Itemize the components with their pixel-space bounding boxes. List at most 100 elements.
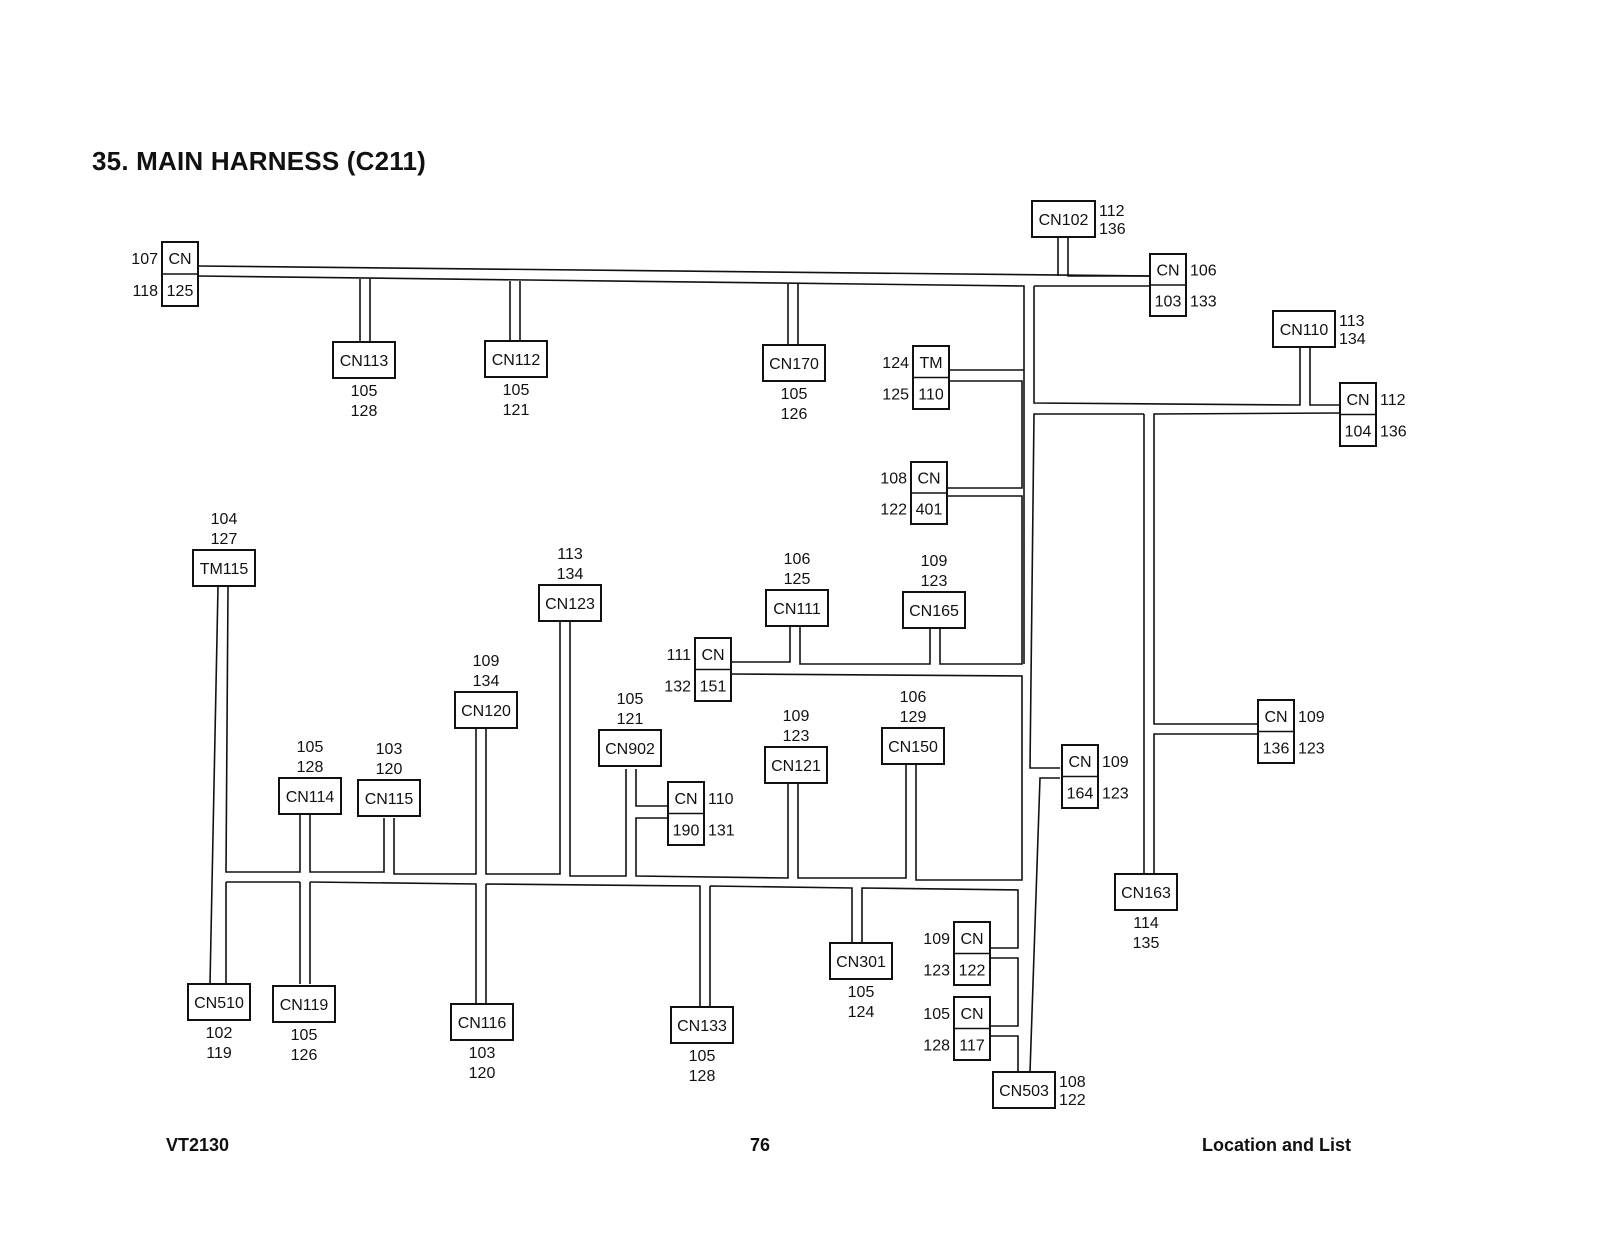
- connector-box: [192, 549, 256, 587]
- wire-number: 109: [923, 931, 950, 948]
- wire-number: 113: [1339, 313, 1365, 330]
- connector-label: CN111: [773, 601, 821, 618]
- wire-segment: [197, 265, 1151, 277]
- harness-wires: [197, 237, 1341, 1073]
- wire-number: 134: [557, 566, 584, 583]
- connector-label: CN: [917, 471, 940, 488]
- wire-number: 109: [1298, 709, 1325, 726]
- wire-number: 105: [689, 1048, 716, 1065]
- connector-box: [1031, 200, 1096, 238]
- wire-segment: [1033, 286, 1340, 406]
- connector-box: [598, 729, 662, 767]
- connector-label: CN163: [1121, 885, 1171, 902]
- connector-box: [764, 746, 828, 784]
- wire-segment: [197, 275, 1025, 664]
- connector-box: [765, 589, 829, 627]
- wire-segment: [1153, 733, 1258, 874]
- wire-segment: [730, 626, 931, 665]
- wire-number: 110: [708, 791, 734, 808]
- wire-number: 127: [211, 531, 238, 548]
- connector-label: 401: [916, 502, 943, 519]
- page-title: 35. MAIN HARNESS (C211): [92, 146, 427, 176]
- wire-number: 122: [880, 502, 907, 519]
- connector-label: CN120: [461, 703, 511, 720]
- connector-box: [272, 985, 336, 1023]
- wire-number: 108: [1059, 1074, 1086, 1091]
- connector-label: CN: [701, 647, 724, 664]
- wire-segment: [509, 281, 521, 342]
- wire-number: 128: [689, 1068, 716, 1085]
- wire-number: 123: [923, 962, 950, 979]
- connector-box: [538, 584, 602, 622]
- wire-segment: [1029, 777, 1060, 1073]
- wire-number: 113: [557, 546, 583, 563]
- wire-number: 122: [1059, 1092, 1086, 1109]
- connector-box: [881, 727, 945, 765]
- connector-label: CN: [1346, 392, 1369, 409]
- connector-label: 104: [1345, 423, 1372, 440]
- wire-segment: [1067, 237, 1150, 277]
- connector-label: CN: [960, 1006, 983, 1023]
- connector-label: TM: [919, 355, 942, 372]
- connector-label: CN902: [605, 741, 655, 758]
- connector-label: CN301: [836, 954, 886, 971]
- connector-box: [278, 777, 342, 815]
- connector-label: CN114: [286, 789, 335, 806]
- wire-number: 128: [297, 759, 324, 776]
- footer-page-number: 76: [750, 1135, 771, 1155]
- wire-number: 119: [206, 1045, 232, 1062]
- connector-label: CN: [674, 791, 697, 808]
- connector-label: CN113: [340, 353, 389, 370]
- wire-number: 133: [1190, 294, 1217, 311]
- wire-segment: [1153, 412, 1341, 725]
- connector-label: CN510: [194, 995, 244, 1012]
- wire-number: 109: [1102, 754, 1129, 771]
- connector-label: CN123: [545, 596, 595, 613]
- wire-segment: [1029, 413, 1144, 769]
- wire-number: 105: [848, 984, 875, 1001]
- footer-section: Location and List: [1202, 1135, 1352, 1155]
- connector-label: 136: [1263, 740, 1290, 757]
- wire-number: 106: [784, 551, 811, 568]
- connector-label: CN102: [1039, 212, 1089, 229]
- connector-box: [1114, 873, 1178, 911]
- connector-label: CN: [1264, 709, 1287, 726]
- connector-box: [450, 1003, 514, 1041]
- wire-number: 134: [1339, 331, 1366, 348]
- wire-number: 135: [1133, 935, 1160, 952]
- wire-segment: [948, 369, 1024, 489]
- wire-number: 121: [503, 402, 530, 419]
- wire-segment: [225, 882, 311, 984]
- wire-number: 105: [781, 386, 808, 403]
- connector-box: [357, 779, 421, 817]
- connector-label: TM115: [200, 561, 249, 578]
- connector-label: CN112: [492, 352, 541, 369]
- wire-number: 131: [708, 822, 735, 839]
- connector-box: [762, 344, 826, 382]
- connector-label: 125: [167, 283, 194, 300]
- connector-label: CN: [168, 251, 191, 268]
- connector-label: CN119: [280, 997, 329, 1014]
- connector-box: [332, 341, 396, 379]
- wire-number: 123: [921, 573, 948, 590]
- connector-box: [484, 340, 548, 378]
